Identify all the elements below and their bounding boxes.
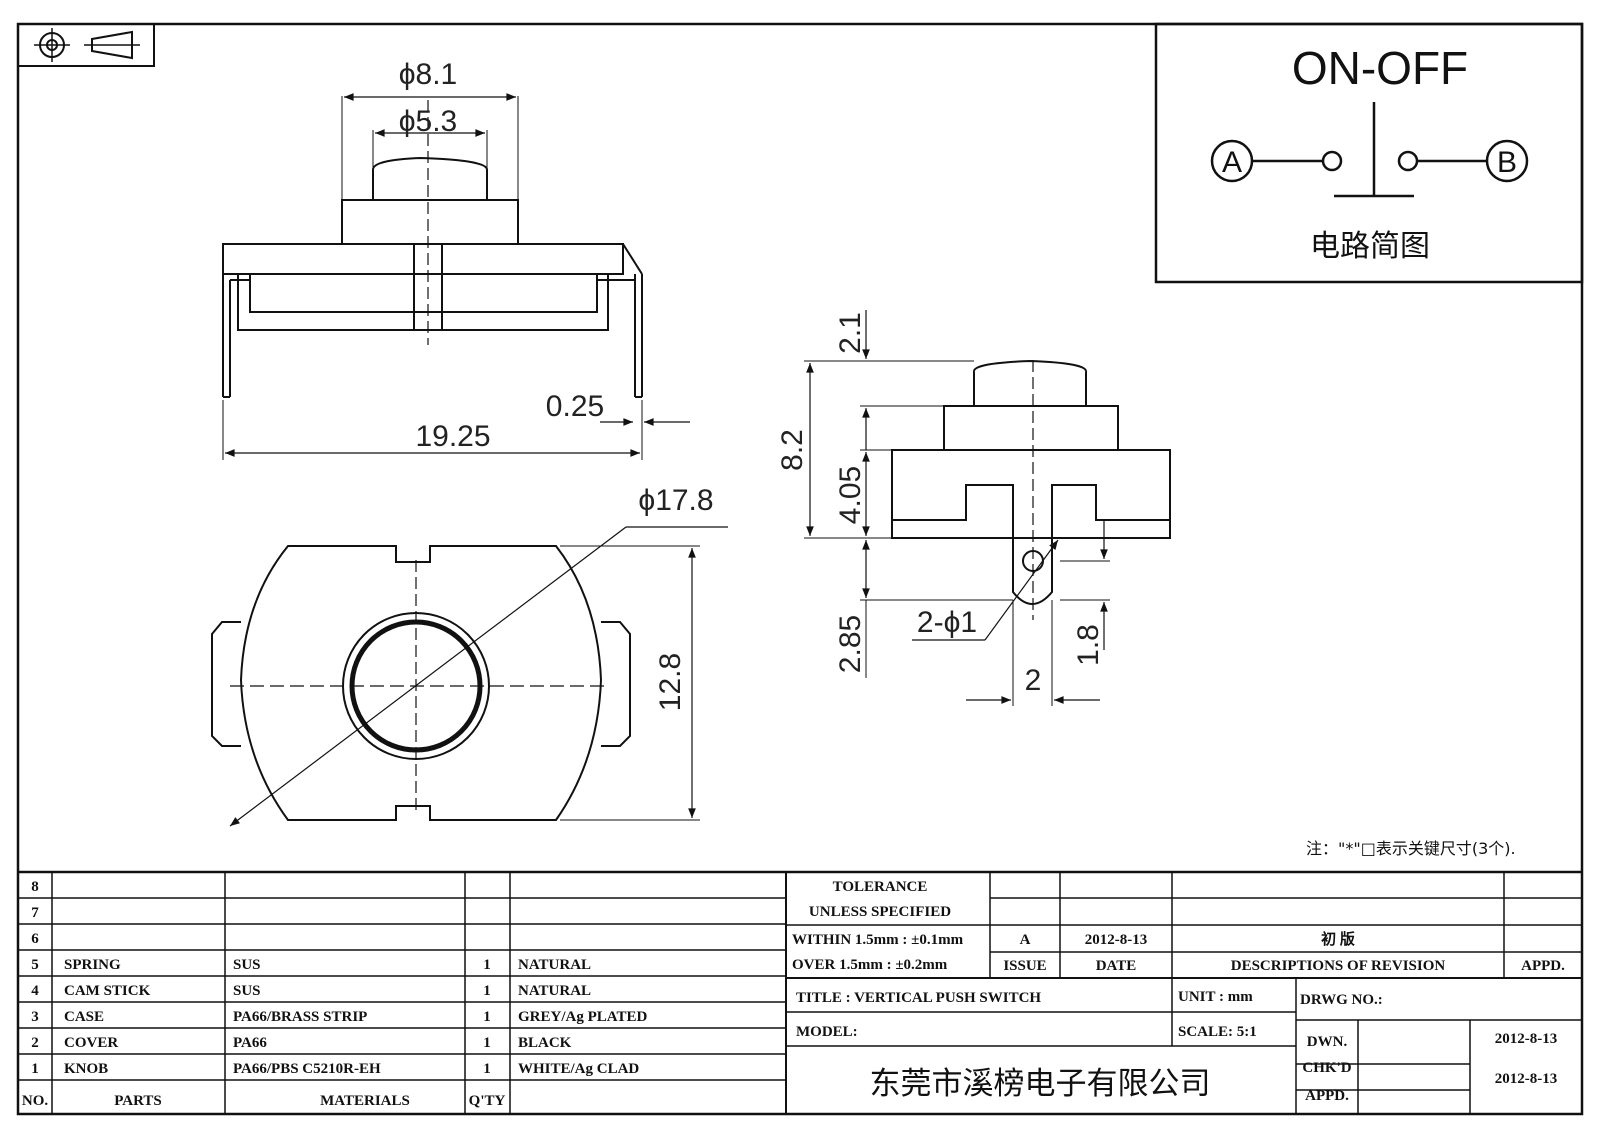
model-label: MODEL: (796, 1024, 858, 1040)
bom-cell-no: 6 (31, 931, 39, 947)
projection-symbol-icon (17, 23, 155, 67)
dim-19-25: 19.25 (415, 420, 490, 453)
date-label: DATE (1096, 958, 1137, 974)
bom-cell-part: COVER (64, 1035, 118, 1051)
circuit-diagram: ON-OFF A B 电路简图 (1154, 22, 1584, 284)
bom-cell-finish: GREY/Ag PLATED (518, 1009, 647, 1025)
dwn-date: 2012-8-13 (1495, 1031, 1558, 1047)
bom-cell-no: 2 (31, 1035, 39, 1051)
appd-label: APPD. (1521, 958, 1565, 974)
company-name: 东莞市溪榜电子有限公司 (870, 1066, 1211, 1102)
bom-cell-qty: 1 (483, 1009, 491, 1025)
terminal-b-icon (1485, 139, 1529, 183)
drawing-title: TITLE : VERTICAL PUSH SWITCH (796, 990, 1041, 1006)
dim-12-8: 12.8 (654, 653, 687, 711)
bom-cell-qty: 1 (483, 957, 491, 973)
bom-cell-no: 7 (31, 905, 39, 921)
bom-header-parts: PARTS (114, 1093, 162, 1109)
revision-date: 2012-8-13 (1085, 932, 1148, 948)
dim-2-phi-1: 2-ϕ1 (917, 606, 977, 639)
dim-phi-17-8: ϕ17.8 (638, 484, 713, 517)
bom-cell-material: SUS (233, 957, 261, 973)
dim-4-05: 4.05 (834, 466, 867, 524)
bom-header-materials: MATERIALS (320, 1093, 410, 1109)
tolerance-line-4: OVER 1.5mm : ±0.2mm (792, 957, 948, 973)
dim-2: 2 (1025, 664, 1042, 697)
tolerance-line-3: WITHIN 1.5mm : ±0.1mm (792, 932, 964, 948)
title-block-grid (18, 870, 1582, 1114)
bom-cell-qty: 1 (483, 1035, 491, 1051)
circuit-caption: 电路简图 (1310, 229, 1430, 264)
bom-cell-material: PA66 (233, 1035, 267, 1051)
top-view (211, 526, 728, 827)
bom-cell-no: 8 (31, 879, 39, 895)
bom-header-qty: Q'TY (469, 1093, 506, 1109)
terminal-b-label: B (1497, 146, 1517, 179)
contact-left-icon (1321, 150, 1343, 172)
tolerance-line-2: UNLESS SPECIFIED (809, 904, 951, 920)
key-dimension-note: 注："*"□表示关键尺寸(3个). (1306, 839, 1516, 858)
drawing-number-label: DRWG NO.: (1300, 992, 1383, 1008)
scale-label: SCALE: 5:1 (1178, 1024, 1257, 1040)
side-view (804, 310, 1171, 706)
sheet-border (16, 22, 1584, 1116)
bom-cell-part: CAM STICK (64, 983, 151, 999)
bom-cell-no: 1 (31, 1061, 39, 1077)
chkd-label: CHK'D (1302, 1060, 1351, 1076)
bom-cell-finish: NATURAL (518, 983, 591, 999)
unit-label: UNIT : mm (1178, 989, 1253, 1005)
bom-cell-no: 4 (31, 983, 39, 999)
descriptions-label: DESCRIPTIONS OF REVISION (1231, 958, 1446, 974)
dim-2-1: 2.1 (834, 312, 867, 354)
appd-sign-label: APPD. (1305, 1088, 1349, 1104)
bom-cell-material: PA66/PBS C5210R-EH (233, 1061, 381, 1077)
circuit-title: ON-OFF (1292, 42, 1468, 94)
bom-cell-finish: BLACK (518, 1035, 572, 1051)
bom-cell-material: SUS (233, 983, 261, 999)
dwn-label: DWN. (1307, 1034, 1348, 1050)
bom-cell-finish: WHITE/Ag CLAD (518, 1061, 639, 1077)
bom-cell-finish: NATURAL (518, 957, 591, 973)
bom-cell-no: 3 (31, 1009, 39, 1025)
bom-cell-part: CASE (64, 1009, 104, 1025)
tolerance-line-1: TOLERANCE (833, 879, 928, 895)
dim-0-25: 0.25 (546, 390, 604, 423)
dim-2-85: 2.85 (834, 615, 867, 673)
bom-cell-no: 5 (31, 957, 39, 973)
bom-cell-part: SPRING (64, 957, 121, 973)
dim-1-8: 1.8 (1072, 624, 1105, 666)
front-view (222, 93, 690, 460)
issue-label: ISSUE (1003, 958, 1046, 974)
revision-issue: A (1020, 932, 1031, 948)
bom-cell-qty: 1 (483, 983, 491, 999)
bom-cell-part: KNOB (64, 1061, 108, 1077)
dim-phi-8-1: ϕ8.1 (399, 58, 458, 91)
dim-phi-5-3: ϕ5.3 (399, 105, 458, 138)
chkd-date: 2012-8-13 (1495, 1071, 1558, 1087)
bom-cell-material: PA66/BRASS STRIP (233, 1009, 367, 1025)
revision-desc: 初 版 (1321, 930, 1355, 948)
bom-cell-qty: 1 (483, 1061, 491, 1077)
dim-8-2: 8.2 (776, 429, 809, 471)
bom-header-no: NO. (22, 1093, 49, 1109)
terminal-a-label: A (1222, 146, 1242, 179)
